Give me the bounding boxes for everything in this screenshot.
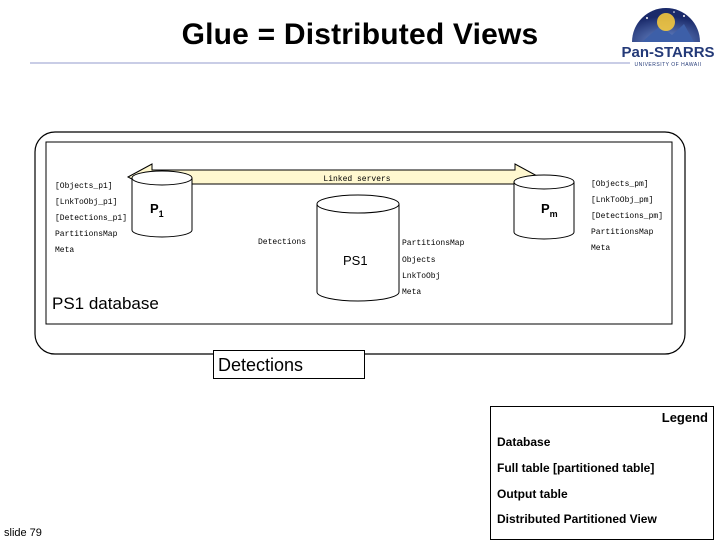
title-divider [30, 62, 630, 64]
legend-item-database: Database [497, 435, 551, 449]
center-table-partitionsmap: PartitionsMap [402, 239, 465, 248]
legend-item-output-table: Output table [497, 487, 568, 501]
logo-mountain [642, 24, 694, 42]
center-table-objects: Objects [402, 256, 436, 265]
left-table-detections: [Detections_p1] [55, 214, 127, 223]
legend-item-distributed-view: Distributed Partitioned View [497, 512, 657, 526]
slide-number: slide 79 [4, 527, 42, 539]
database-pm-icon [513, 174, 575, 240]
legend-title: Legend [661, 410, 708, 425]
right-table-detections: [Detections_pm] [591, 212, 663, 221]
node-p1-label: P1 [150, 201, 164, 219]
database-label: PS1 database [52, 294, 159, 313]
center-table-meta: Meta [402, 288, 421, 297]
right-table-meta: Meta [591, 244, 610, 253]
left-table-meta: Meta [55, 246, 74, 255]
database-p1-icon [131, 170, 193, 238]
pan-starrs-logo [632, 8, 700, 42]
left-table-objects: [Objects_p1] [55, 182, 113, 191]
logo-wordmark: Pan-STARRS [621, 44, 715, 61]
database-frame [45, 141, 673, 325]
center-table-detections: Detections [258, 238, 306, 247]
legend-box [490, 406, 714, 540]
node-pm-label: Pm [541, 201, 558, 219]
logo-star-icon [683, 15, 685, 17]
logo-sun-icon [657, 13, 675, 31]
center-table-lnktoobj: LnkToObj [402, 272, 440, 281]
logo-star-icon [646, 17, 648, 19]
left-table-lnktoobj: [LnkToObj_p1] [55, 198, 117, 207]
detections-view-box: Detections [213, 350, 365, 379]
linked-servers-label: Linked servers [323, 175, 390, 184]
slide-title: Glue = Distributed Views [181, 18, 539, 51]
legend-item-full-table: Full table [partitioned table] [497, 461, 655, 475]
left-table-partitionsmap: PartitionsMap [55, 230, 118, 239]
node-ps1-label: PS1 [343, 253, 368, 268]
logo-subtitle: UNIVERSITY OF HAWAII [634, 62, 702, 68]
logo-star-icon [673, 11, 675, 13]
right-table-lnktoobj: [LnkToObj_pm] [591, 196, 653, 205]
right-table-partitionsmap: PartitionsMap [591, 228, 654, 237]
right-table-objects: [Objects_pm] [591, 180, 649, 189]
database-ps1-icon [316, 194, 400, 302]
